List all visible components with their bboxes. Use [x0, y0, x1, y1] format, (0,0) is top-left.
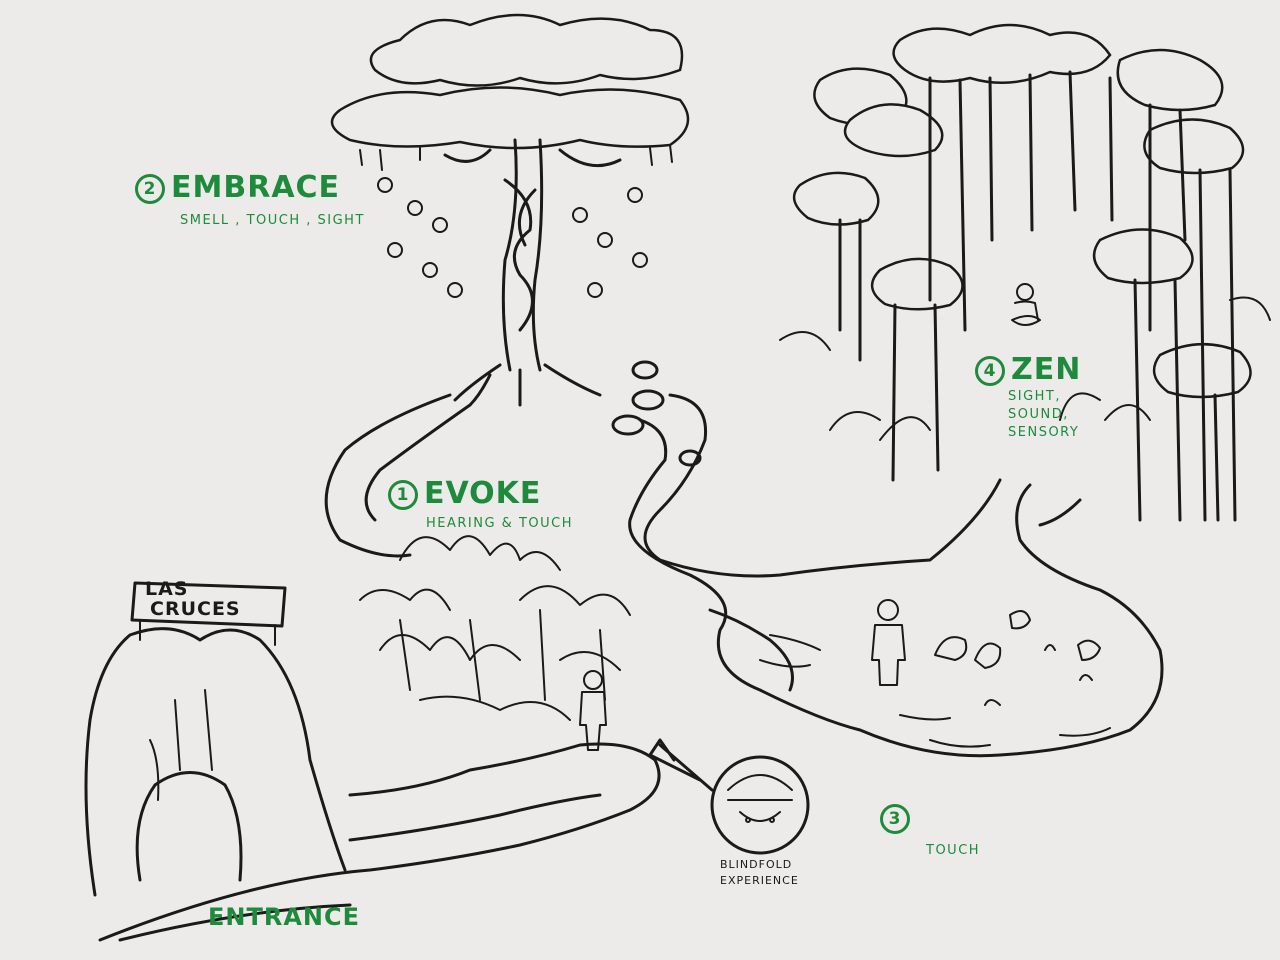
- zen-senses-3: SENSORY: [1008, 425, 1080, 440]
- zen-forest: [779, 23, 1271, 522]
- evoke-shrubs: [359, 535, 631, 721]
- zen-number: 4: [975, 355, 1005, 386]
- river-rocks: [611, 360, 702, 467]
- entrance-sign-line-2: CRUCES: [150, 598, 241, 620]
- pond-person: [871, 599, 906, 686]
- evoke-person: [579, 670, 607, 751]
- falling-flowers: [377, 177, 648, 298]
- evoke-senses: HEARING & TOUCH: [426, 516, 573, 531]
- zen-senses-1: SIGHT,: [1008, 389, 1062, 404]
- embrace-label: EMBRACE: [171, 170, 341, 205]
- blindfold-label-line-1: BLINDFOLD: [720, 858, 793, 871]
- embrace-number: 2: [135, 173, 165, 204]
- evoke-label: EVOKE: [424, 476, 542, 511]
- dolphins: [934, 610, 1101, 706]
- embrace-senses: SMELL , TOUCH , SIGHT: [180, 213, 365, 228]
- blindfold-label-line-2: EXPERIENCE: [720, 874, 799, 887]
- entrance-rock-arch: [84, 581, 347, 897]
- zen-senses-2: SOUND,: [1008, 407, 1069, 422]
- entrance-label: ENTRANCE: [208, 903, 360, 931]
- touch-station-senses: TOUCH: [926, 843, 981, 858]
- zen-label: ZEN: [1011, 352, 1082, 387]
- evoke-number: 1: [388, 479, 418, 510]
- meditating-person: [1011, 283, 1041, 326]
- blindfold-callout: [648, 738, 810, 855]
- embrace-banyan-tree: [330, 13, 690, 407]
- touch-station-title: 3: [880, 800, 916, 835]
- stream: [628, 393, 1164, 758]
- touch-station-number: 3: [880, 803, 910, 834]
- entrance-sign-line-1: LAS: [145, 578, 189, 600]
- trail-path: [98, 393, 661, 942]
